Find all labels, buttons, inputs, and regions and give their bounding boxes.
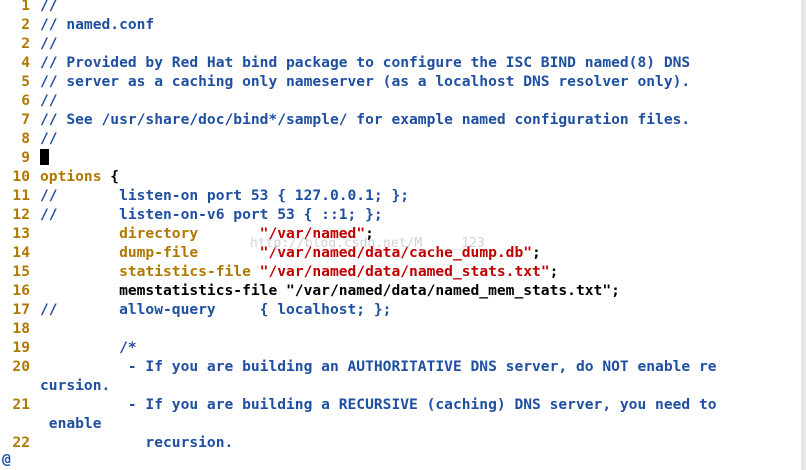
line-text: /* (40, 338, 137, 357)
line-text: // allow-query { localhost; }; (40, 300, 391, 319)
watermark: http://blog.csdn.net/M_____123 (250, 236, 485, 251)
code-token: - If you are building an AUTHORITATIVE D… (40, 358, 717, 375)
line-text: cursion. (40, 376, 110, 395)
code-token: directory (119, 225, 199, 242)
code-token: statistics-file (119, 263, 251, 280)
line-number: 11 (12, 187, 30, 204)
line-text: // listen-on-v6 port 53 { ::1; }; (40, 205, 383, 224)
code-token: enable (40, 415, 102, 432)
line-number: 7 (21, 111, 30, 128)
line-text: enable (40, 414, 102, 433)
code-token: // See /usr/share/doc/bind*/sample/ for … (40, 111, 691, 128)
line-number: 2 (21, 35, 30, 52)
line-text: memstatistics-file "/var/named/data/name… (40, 281, 620, 300)
code-token: dump-file (119, 244, 199, 261)
line-text: // See /usr/share/doc/bind*/sample/ for … (40, 110, 690, 129)
scrollbar[interactable] (801, 0, 806, 470)
text-cursor (40, 149, 49, 165)
code-token: // (40, 92, 58, 109)
line-number: 20 (12, 358, 30, 375)
code-token: // (40, 35, 58, 52)
code-token: - If you are building a RECURSIVE (cachi… (40, 396, 717, 413)
line-number: 16 (12, 282, 30, 299)
code-token: ; (549, 263, 559, 280)
line-text: // server as a caching only nameserver (… (40, 72, 690, 91)
code-token: "/var/named/data/cache_dump.db" (259, 244, 533, 261)
code-token: // (40, 130, 58, 147)
line-number: 22 (12, 434, 30, 451)
code-token: { (101, 168, 120, 185)
line-number: 4 (21, 54, 30, 71)
code-token: // named.conf (40, 16, 155, 33)
line-number: 2 (21, 16, 30, 33)
code-token: cursion. (40, 377, 111, 394)
line-text: // (40, 91, 58, 110)
line-number: 13 (12, 225, 30, 242)
line-number: 19 (12, 339, 30, 356)
code-token (40, 263, 119, 280)
code-token (40, 244, 119, 261)
code-token: "/var/named" (259, 225, 366, 242)
line-number: 12 (12, 206, 30, 223)
code-token (40, 225, 119, 242)
line-text: // (40, 0, 58, 15)
line-number: 6 (21, 92, 30, 109)
code-token: // listen-on-v6 port 53 { ::1; }; (40, 206, 383, 223)
line-number: 21 (12, 396, 30, 413)
line-number: 5 (21, 73, 30, 90)
line-number: 10 (12, 168, 30, 185)
line-text: - If you are building a RECURSIVE (cachi… (40, 395, 717, 414)
line-text: statistics-file "/var/named/data/named_s… (40, 262, 558, 281)
status-char: @ (2, 451, 11, 468)
line-number: 9 (21, 149, 30, 166)
line-text: // Provided by Red Hat bind package to c… (40, 53, 690, 72)
line-text: directory "/var/named"; (40, 224, 374, 243)
line-text: // named.conf (40, 15, 154, 34)
line-number: 15 (12, 263, 30, 280)
line-text: // (40, 129, 58, 148)
line-number: 18 (12, 320, 30, 337)
line-text: - If you are building an AUTHORITATIVE D… (40, 357, 717, 376)
line-text: // listen-on port 53 { 127.0.0.1; }; (40, 186, 409, 205)
code-token: recursion. (40, 434, 234, 451)
code-token: // Provided by Red Hat bind package to c… (40, 54, 691, 71)
code-token: // (40, 0, 58, 14)
code-token (251, 263, 260, 280)
code-token: // allow-query { localhost; }; (40, 301, 392, 318)
code-token: /* (40, 339, 137, 356)
code-token: memstatistics-file "/var/named/data/name… (40, 282, 620, 299)
code-token: // server as a caching only nameserver (… (40, 73, 691, 90)
line-number: 8 (21, 130, 30, 147)
line-text: // (40, 34, 58, 53)
code-token: ; (365, 225, 374, 242)
code-token: ; (532, 244, 541, 261)
line-number: 17 (12, 301, 30, 318)
line-text: recursion. (40, 433, 233, 452)
line-text: options { (40, 167, 119, 186)
code-token: options (40, 168, 102, 185)
code-token: "/var/named/data/named_stats.txt" (259, 263, 550, 280)
code-token: // listen-on port 53 { 127.0.0.1; }; (40, 187, 410, 204)
line-text: dump-file "/var/named/data/cache_dump.db… (40, 243, 541, 262)
line-number: 14 (12, 244, 30, 261)
line-number: 1 (21, 0, 30, 14)
